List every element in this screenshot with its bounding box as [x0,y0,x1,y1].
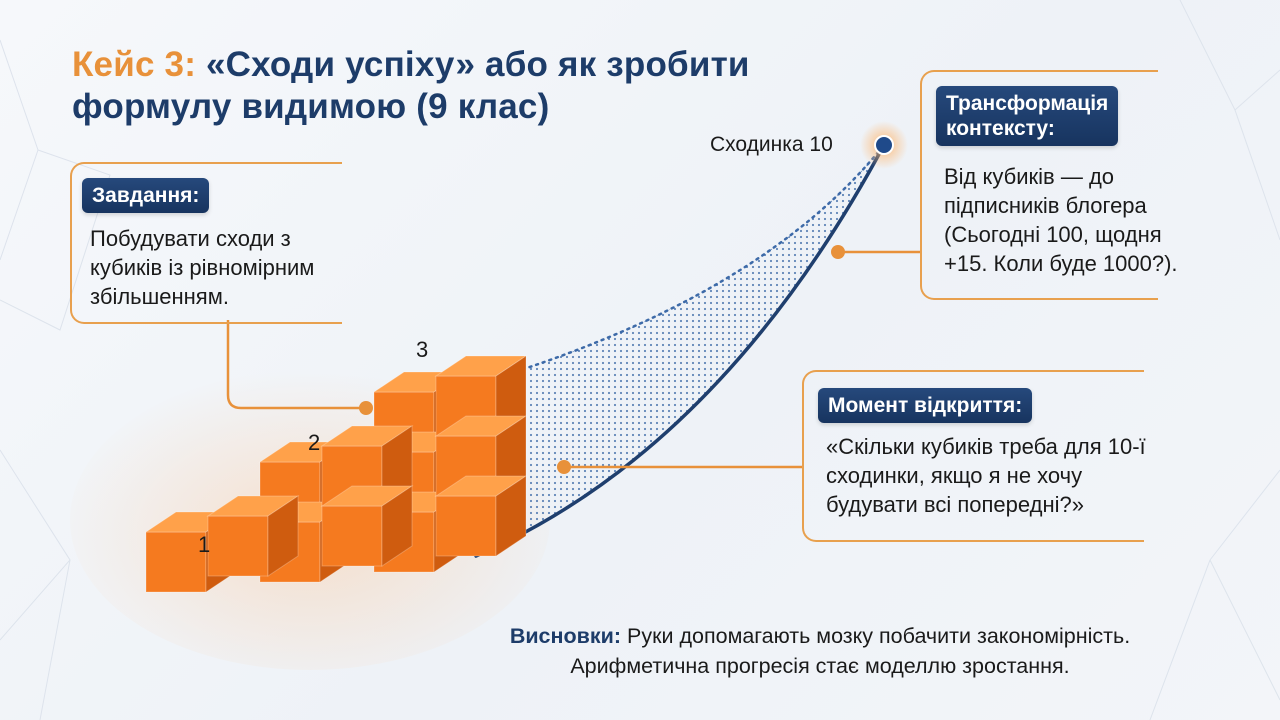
cube-side-face [495,475,527,557]
cube-front-face [435,495,497,557]
context-box [920,70,1158,300]
conclusion-label: Висновки: [509,624,621,648]
cube-front-face [207,515,269,577]
step-label-1: 1 [198,532,211,557]
step-label-3: 3 [416,337,429,362]
task-text: Побудувати сходи з кубиків із рівномірни… [90,224,350,311]
cube-front-face [145,531,207,593]
context-label-line: контексту: [946,117,1055,141]
conclusion-line1-text: Руки допомагають мозку побачити закономі… [626,624,1131,648]
discovery-text-line: будувати всі попередні?» [826,492,1084,518]
task-text-line: кубиків із рівномірним [90,255,315,281]
task-connector-line [226,320,366,410]
discovery-text: «Скільки кубиків треба для 10-ї сходинки… [826,432,1206,519]
conclusion-line1: Висновки: Руки допомагають мозку побачит… [420,622,1220,652]
discovery-connector-dot [557,460,571,474]
cube [320,485,414,567]
task-text-line: Побудувати сходи з [90,226,291,251]
discovery-label: Момент відкриття: [818,388,1033,424]
title-line1: «Сходи успіху» або як зробити [206,45,750,84]
conclusion: Висновки: Руки допомагають мозку побачит… [420,622,1220,681]
context-connector-dot [831,245,845,259]
title-case-number: Кейс 3: [72,45,197,84]
context-text-line: +15. Коли буде 1000?). [944,251,1178,277]
context-text: Від кубиків — до підписників блогера (Сь… [944,162,1244,278]
growth-dotted-area [476,145,884,556]
discovery-box [802,370,1144,542]
step10-caption: Сходинка 10 [710,133,833,156]
task-box [70,162,342,324]
task-label: Завдання: [82,178,210,214]
step-label-2: 2 [308,430,321,455]
cube-staircase [144,355,528,593]
cube-side-face [381,485,413,567]
page-title: Кейс 3: «Сходи успіху» або як зробити фо… [72,44,750,128]
cube [206,495,300,577]
context-text-line: Від кубиків — до [944,164,1115,189]
growth-upper-dotted-line [474,143,886,386]
step10-dot [874,135,894,155]
context-label-line: Трансформація [946,92,1109,115]
cube-front-face [321,505,383,567]
context-text-line: (Сьогодні 100, щодня [944,222,1162,248]
cube-side-face [267,495,299,577]
context-label: Трансформація контексту: [936,86,1119,147]
task-connector-dot [359,401,373,415]
task-text-line: збільшенням. [90,284,229,310]
context-text-line: підписників блогера [944,193,1147,219]
cube [434,475,528,557]
growth-curve [474,143,886,558]
discovery-text-line: «Скільки кубиків треба для 10-ї [826,434,1146,459]
conclusion-line2: Арифметична прогресія стає моделлю зрост… [570,653,1070,678]
title-line2: формулу видимою (9 клас) [72,87,550,126]
discovery-text-line: сходинки, якщо я не хочу [826,463,1083,489]
